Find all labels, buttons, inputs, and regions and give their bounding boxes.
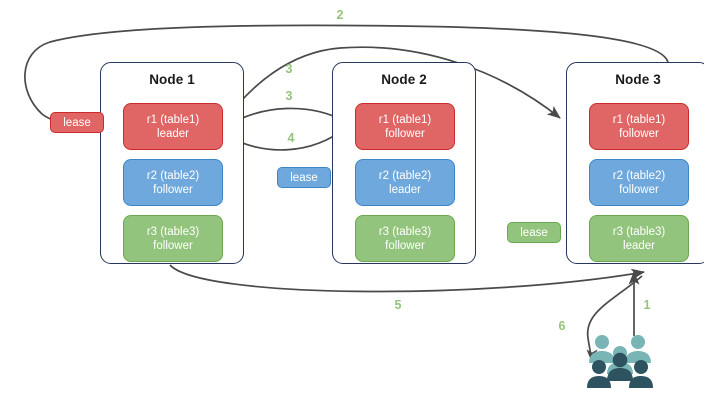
lease-badge-r2[interactable]: lease [277,167,331,188]
arrow-step-5 [169,264,646,293]
step-label-6: 6 [558,319,566,333]
lease-label: lease [290,171,318,184]
lease-label: lease [520,226,548,239]
node-container-2[interactable]: Node 2 r1 (table1) follower r2 (table2) … [332,62,476,264]
replica-name: r2 (table2) [612,169,666,182]
replica-role: leader [389,183,421,196]
node-container-1[interactable]: Node 1 r1 (table1) leader r2 (table2) fo… [100,62,244,264]
replica-r3[interactable]: r3 (table3) follower [355,215,455,262]
replica-name: r3 (table3) [146,225,200,238]
replica-role: follower [385,127,425,140]
replica-r2[interactable]: r2 (table2) follower [123,159,223,206]
replica-name: r1 (table1) [612,113,666,126]
replica-name: r2 (table2) [146,169,200,182]
step-label-3a: 3 [285,62,293,76]
replica-r3[interactable]: r3 (table3) follower [123,215,223,262]
lease-badge-r1[interactable]: lease [50,112,104,133]
lease-label: lease [63,116,91,129]
step-label-4: 4 [287,131,295,145]
people-front-row [587,352,653,388]
step-label-1: 1 [643,298,651,312]
lease-badge-r3[interactable]: lease [507,222,561,243]
step-label-5: 5 [394,298,402,312]
replica-name: r3 (table3) [378,225,432,238]
node-title: Node 1 [149,72,195,87]
node-title: Node 2 [381,72,427,87]
replica-name: r1 (table1) [146,113,200,126]
replica-r1[interactable]: r1 (table1) leader [123,103,223,150]
replica-r2[interactable]: r2 (table2) follower [589,159,689,206]
replica-role: leader [623,239,655,252]
people-group-icon [586,334,660,390]
replica-role: leader [157,127,189,140]
replica-name: r1 (table1) [378,113,432,126]
replica-name: r2 (table2) [378,169,432,182]
node-container-3[interactable]: Node 3 r1 (table1) follower r2 (table2) … [566,62,704,264]
replica-role: follower [153,239,193,252]
replica-r2[interactable]: r2 (table2) leader [355,159,455,206]
replica-role: follower [619,183,659,196]
replica-role: follower [153,183,193,196]
replica-r1[interactable]: r1 (table1) follower [355,103,455,150]
replica-role: follower [619,127,659,140]
replica-r3[interactable]: r3 (table3) leader [589,215,689,262]
step-label-2: 2 [336,8,344,22]
replica-name: r3 (table3) [612,225,666,238]
replica-r1[interactable]: r1 (table1) follower [589,103,689,150]
node-title: Node 3 [615,72,661,87]
step-label-3b: 3 [285,89,293,103]
replica-role: follower [385,239,425,252]
